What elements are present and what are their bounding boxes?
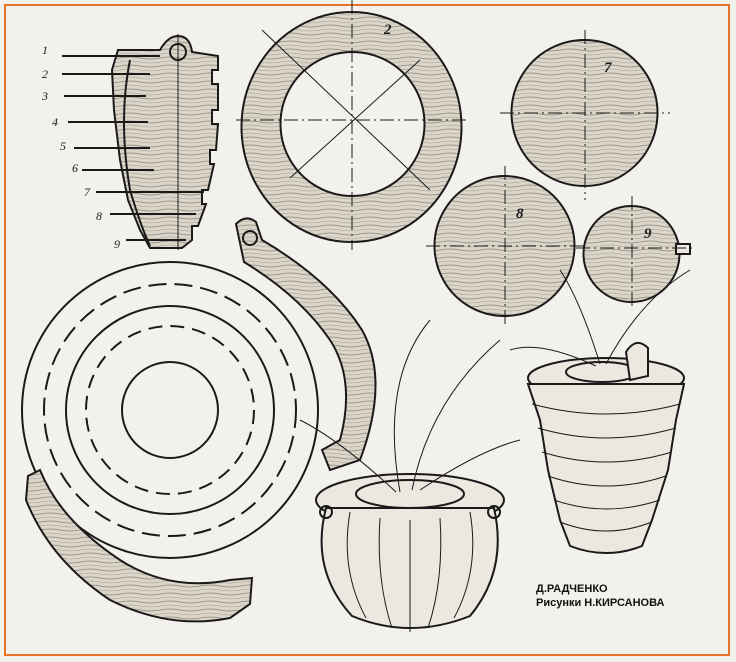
part-7-label: 7 bbox=[604, 60, 612, 76]
credits: Д.РАДЧЕНКО Рисунки Н.КИРСАНОВА bbox=[536, 582, 664, 610]
label-2: 2 bbox=[42, 67, 48, 81]
label-5: 5 bbox=[60, 139, 66, 153]
label-1: 1 bbox=[42, 43, 48, 57]
label-9: 9 bbox=[114, 237, 120, 251]
part-9-disc: 9 bbox=[576, 196, 696, 310]
side-profile-diagram: 1 2 3 4 5 6 7 8 9 bbox=[41, 34, 220, 251]
label-4: 4 bbox=[52, 115, 58, 129]
label-7: 7 bbox=[84, 185, 91, 199]
part-7-disc: 7 bbox=[500, 30, 670, 200]
label-3: 3 bbox=[41, 89, 48, 103]
label-8: 8 bbox=[96, 209, 102, 223]
label-6: 6 bbox=[72, 161, 78, 175]
hanger-arc-top bbox=[234, 217, 377, 472]
rib-lines bbox=[62, 55, 204, 241]
round-pot bbox=[299, 319, 521, 632]
stacked-vase bbox=[509, 269, 691, 554]
part-8-label: 8 bbox=[516, 206, 524, 222]
page-border bbox=[4, 4, 730, 656]
illustrator-credit: Рисунки Н.КИРСАНОВА bbox=[536, 597, 665, 609]
hanger-arc-bottom bbox=[24, 468, 254, 623]
part-2-label: 2 bbox=[383, 22, 392, 38]
part-8-disc: 8 bbox=[426, 166, 586, 326]
part-2-ring: 2 bbox=[236, 0, 470, 250]
author-credit: Д.РАДЧЕНКО bbox=[536, 583, 608, 595]
gear-rings bbox=[21, 261, 319, 559]
part-9-label: 9 bbox=[644, 226, 652, 242]
